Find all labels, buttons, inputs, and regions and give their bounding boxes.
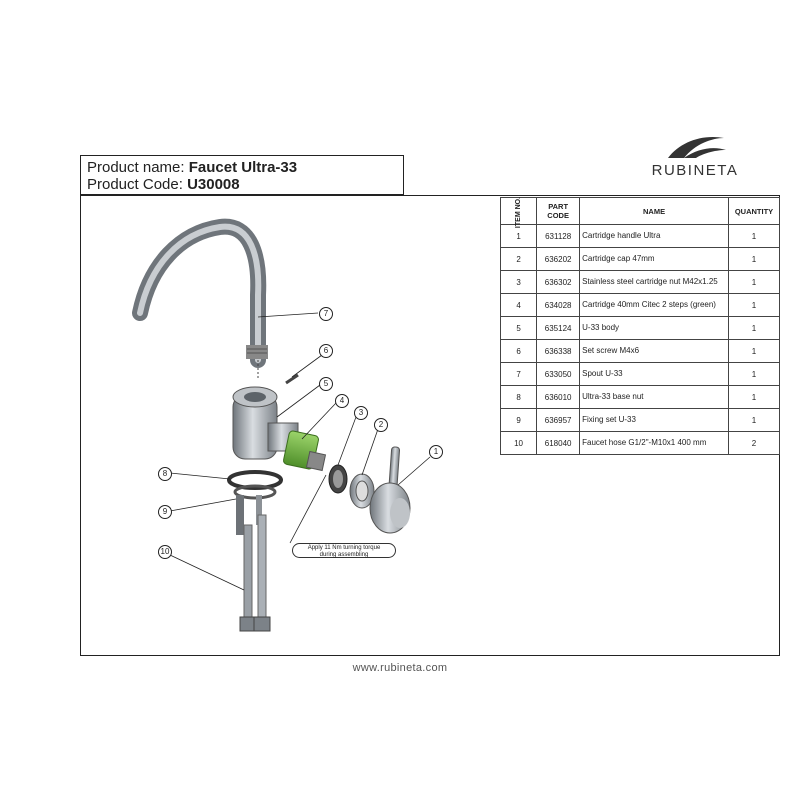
callout-9: 9 <box>158 505 172 519</box>
handle-part <box>369 446 411 534</box>
callout-4: 4 <box>335 394 349 408</box>
diagram-frame <box>80 195 780 656</box>
row-item-no: 4 <box>499 293 538 317</box>
callout-1: 1 <box>429 445 443 459</box>
row-item-no: 5 <box>499 316 538 340</box>
product-code-line: Product Code: U30008 <box>87 176 397 193</box>
row-quantity: 1 <box>728 316 780 340</box>
exploded-diagram: 7 6 5 4 3 2 1 8 9 10 <box>80 195 500 656</box>
col-part-code: PART CODE <box>536 197 581 225</box>
row-quantity: 1 <box>728 408 780 432</box>
callout-3: 3 <box>354 406 368 420</box>
col-name: NAME <box>579 197 729 225</box>
row-part-code: 636957 <box>536 408 581 432</box>
col-quantity: QUANTITY <box>728 197 780 225</box>
callout-5: 5 <box>319 377 333 391</box>
product-code-label: Product Code: <box>87 176 183 193</box>
row-part-code: 633050 <box>536 362 581 386</box>
torque-note: Apply 11 Nm turning torque during assemb… <box>292 543 396 558</box>
fixing-set-part <box>236 495 262 535</box>
row-name: Set screw M4x6 <box>579 339 729 363</box>
hose-part <box>239 514 271 632</box>
footer-url: www.rubineta.com <box>352 662 448 674</box>
row-part-code: 631128 <box>536 224 581 248</box>
brand-name: RUBINETA <box>651 162 739 179</box>
cartridge-part <box>283 430 327 472</box>
nut-part <box>328 464 348 494</box>
rubineta-logo: RUBINETA <box>640 132 750 182</box>
product-name: Faucet Ultra-33 <box>188 159 298 176</box>
row-part-code: 635124 <box>536 316 581 340</box>
row-quantity: 2 <box>728 431 780 455</box>
row-name: Ultra-33 base nut <box>579 385 729 409</box>
row-name: Fixing set U-33 <box>579 408 729 432</box>
product-name-line: Product name: Faucet Ultra-33 <box>87 159 397 176</box>
row-name: U-33 body <box>579 316 729 340</box>
row-item-no: 3 <box>499 270 538 294</box>
row-quantity: 1 <box>728 293 780 317</box>
row-name: Spout U-33 <box>579 362 729 386</box>
table-header-row: ITEM NO. PART CODE NAME QUANTITY <box>499 196 780 228</box>
row-item-no: 10 <box>499 431 538 455</box>
row-item-no: 6 <box>499 339 538 363</box>
product-code: U30008 <box>187 176 240 193</box>
callout-8: 8 <box>158 467 172 481</box>
row-quantity: 1 <box>728 385 780 409</box>
body-part <box>232 386 299 460</box>
callout-10: 10 <box>158 545 172 559</box>
row-part-code: 636202 <box>536 247 581 271</box>
cap-part <box>349 473 375 509</box>
row-quantity: 1 <box>728 247 780 271</box>
callout-2: 2 <box>374 418 388 432</box>
product-name-label: Product name: <box>87 159 185 176</box>
row-name: Stainless steel cartridge nut M42x1.25 <box>579 270 729 294</box>
row-part-code: 636010 <box>536 385 581 409</box>
row-part-code: 618040 <box>536 431 581 455</box>
row-item-no: 8 <box>499 385 538 409</box>
row-part-code: 634028 <box>536 293 581 317</box>
row-item-no: 9 <box>499 408 538 432</box>
row-name: Cartridge cap 47mm <box>579 247 729 271</box>
callout-7: 7 <box>319 307 333 321</box>
callout-6: 6 <box>319 344 333 358</box>
leader-lines <box>169 312 431 591</box>
row-name: Cartridge 40mm Citec 2 steps (green) <box>579 293 729 317</box>
row-part-code: 636302 <box>536 270 581 294</box>
logo-swoosh-icon <box>668 136 726 158</box>
row-item-no: 2 <box>499 247 538 271</box>
row-name: Faucet hose G1/2"-M10x1 400 mm <box>579 431 729 455</box>
torque-note-line1: Apply 11 Nm turning torque <box>307 545 381 551</box>
row-quantity: 1 <box>728 362 780 386</box>
row-quantity: 1 <box>728 270 780 294</box>
row-quantity: 1 <box>728 224 780 248</box>
row-name: Cartridge handle Ultra <box>579 224 729 248</box>
row-quantity: 1 <box>728 339 780 363</box>
spout-part <box>132 218 268 368</box>
torque-note-line2: during assembling <box>319 551 369 558</box>
row-part-code: 636338 <box>536 339 581 363</box>
product-header: Product name: Faucet Ultra-33 Product Co… <box>80 155 404 195</box>
row-item-no: 1 <box>499 224 538 248</box>
base-nut-part <box>227 470 283 500</box>
col-item-no: ITEM NO. <box>499 196 538 228</box>
row-item-no: 7 <box>499 362 538 386</box>
